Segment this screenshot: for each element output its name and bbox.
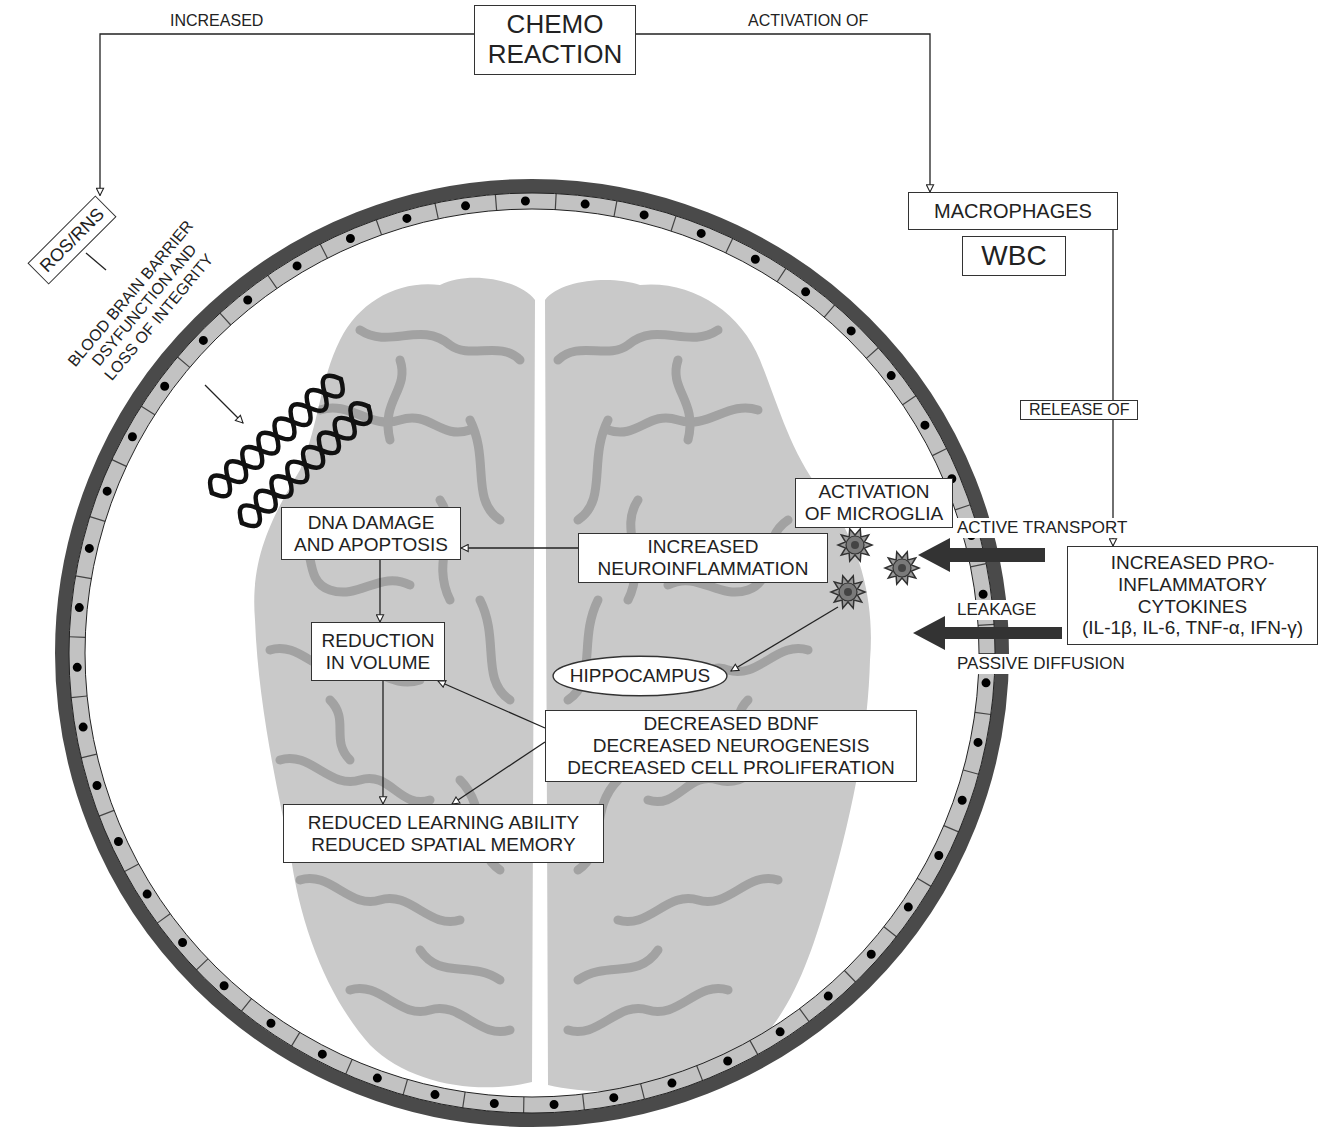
process-box: INCREASED NEUROINFLAMMATION [578, 533, 828, 583]
process-box: DECREASED BDNFDECREASED NEUROGENESISDECR… [545, 710, 917, 782]
node-text: WBC [969, 240, 1059, 272]
node-text: MACROPHAGES [915, 200, 1111, 223]
node-text: REDUCED LEARNING ABILITY [290, 812, 597, 834]
process-box: ROS/RNS [27, 195, 116, 284]
edge-label: RELEASE OF [1020, 400, 1138, 420]
process-box: WBC [962, 236, 1066, 276]
node-text: REDUCTION IN VOLUME [318, 630, 438, 674]
connector-arrow [1112, 230, 1113, 546]
node-text: INCREASED PRO-INFLAMMATORY CYTOKINES [1073, 552, 1312, 618]
process-box: DNA DAMAGE AND APOPTOSIS [281, 507, 461, 560]
transport-arrow [913, 538, 1062, 650]
connector-arrow [452, 742, 545, 804]
connector-arrow [382, 681, 383, 804]
process-box: REDUCED LEARNING ABILITYREDUCED SPATIAL … [283, 804, 604, 863]
process-box: ACTIVATION OF MICROGLIA [795, 478, 953, 528]
node-text: ACTIVATION OF MICROGLIA [800, 481, 948, 525]
node-text: ROS/RNS [36, 204, 109, 277]
node-text: INCREASED NEUROINFLAMMATION [586, 536, 820, 580]
process-box: REDUCTION IN VOLUME [311, 622, 445, 681]
annotation-label: PASSIVE DIFFUSION [955, 654, 1127, 674]
leader-line [86, 253, 838, 671]
node-text: (IL-1β, IL-6, TNF-α, IFN-γ) [1073, 617, 1312, 639]
connector-arrow [636, 34, 930, 192]
process-box: INCREASED PRO-INFLAMMATORY CYTOKINES(IL-… [1067, 546, 1318, 645]
node-text: CHEMO REACTION [481, 10, 629, 70]
edge-label: ACTIVATION OF [748, 12, 868, 30]
node-text: DECREASED NEUROGENESIS [552, 735, 910, 757]
process-box: MACROPHAGES [908, 192, 1118, 230]
node-text: DECREASED BDNF [552, 713, 910, 735]
annotation-label: ACTIVE TRANSPORT [955, 518, 1129, 538]
process-box: CHEMO REACTION [474, 5, 636, 75]
connector-arrow [461, 547, 578, 548]
edge-label: INCREASED [170, 12, 263, 30]
annotation-label: LEAKAGE [955, 600, 1038, 620]
node-text: REDUCED SPATIAL MEMORY [290, 834, 597, 856]
connector-arrow [100, 34, 474, 196]
region-ellipse: HIPPOCAMPUS [552, 655, 728, 697]
connector-arrow [379, 560, 380, 622]
blood-brain-barrier-ring [62, 186, 1002, 1120]
connector-arrow [438, 681, 545, 728]
microglia-icon [831, 529, 919, 608]
brain [254, 278, 871, 1092]
node-text: HIPPOCAMPUS [566, 665, 714, 687]
node-text: DECREASED CELL PROLIFERATION [552, 757, 910, 779]
node-text: DNA DAMAGE AND APOPTOSIS [292, 512, 450, 556]
